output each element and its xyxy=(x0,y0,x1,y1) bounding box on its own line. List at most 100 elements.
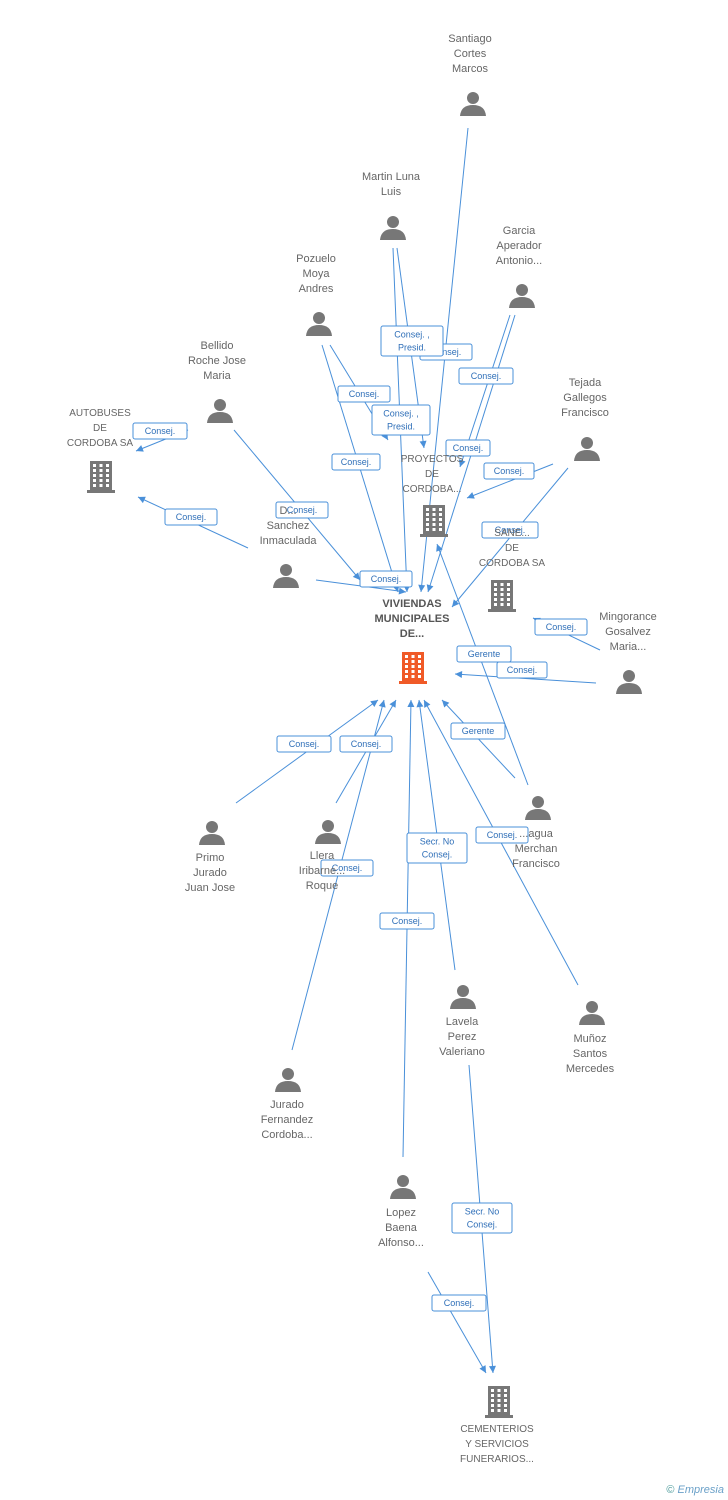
edge-tejada-to-proyectos xyxy=(466,463,554,499)
edge-lopez-to-cementerios xyxy=(427,1271,487,1374)
relation-label[interactable]: Consej. xyxy=(337,385,391,403)
relation-label[interactable]: Consej. xyxy=(431,1294,487,1312)
relation-label[interactable]: Consej. xyxy=(481,521,539,539)
relation-label[interactable]: Consej. xyxy=(164,508,218,526)
node-label: Tejada xyxy=(569,377,602,389)
node-label: Santos xyxy=(573,1048,608,1060)
node-label: VIVIENDAS xyxy=(382,598,441,610)
person-icon xyxy=(509,284,535,308)
relation-label-text: Presid. xyxy=(398,343,426,353)
node-label: Gosalvez xyxy=(605,626,651,638)
node-jurado[interactable]: JuradoFernandezCordoba... xyxy=(261,1068,314,1141)
relation-label[interactable]: Consej. ,Presid. xyxy=(371,404,431,436)
relation-label-box xyxy=(331,453,381,471)
relation-label-text: Consej. xyxy=(444,1298,475,1308)
relation-label[interactable]: Consej. xyxy=(534,618,588,636)
relation-label[interactable]: Consej. xyxy=(475,826,529,844)
arrowhead xyxy=(389,700,396,708)
relation-label-text: Consej. xyxy=(422,850,453,860)
relation-label[interactable]: Consej. xyxy=(379,912,435,930)
node-label: DE... xyxy=(400,628,424,640)
node-label: Roque xyxy=(306,880,338,892)
arrowhead xyxy=(418,584,426,592)
relation-label-text: Consej. xyxy=(431,347,462,357)
relation-label-box xyxy=(380,325,444,357)
relation-label-text: Consej. xyxy=(507,665,538,675)
relation-label[interactable]: Gerente xyxy=(450,722,506,740)
relation-label-text: Consej. xyxy=(467,1220,498,1230)
node-label: Francisco xyxy=(561,407,609,419)
relation-label[interactable]: Consej. xyxy=(275,501,329,519)
footer-brand[interactable]: © Empresia xyxy=(666,1484,724,1496)
main-company-building-icon xyxy=(399,652,427,684)
relation-label-text: Consej. xyxy=(471,371,502,381)
relation-label[interactable]: Consej. xyxy=(359,570,413,588)
node-proyectos[interactable]: PROYECTOSDECORDOBA... xyxy=(401,454,464,537)
node-label: Bellido xyxy=(200,340,233,352)
node-lopez[interactable]: LopezBaenaAlfonso... xyxy=(378,1175,424,1249)
relation-label-text: Consej. xyxy=(487,830,518,840)
relation-label-box xyxy=(496,661,548,679)
node-label: DE xyxy=(425,469,439,480)
node-label: Iribarne... xyxy=(299,865,345,877)
relation-label[interactable]: Consej. xyxy=(445,439,491,457)
company-building-icon xyxy=(488,580,516,612)
relation-label[interactable]: Consej. xyxy=(496,661,548,679)
relation-label-text: Consej. xyxy=(289,739,320,749)
relation-label[interactable]: Consej. ,Presid. xyxy=(380,325,444,357)
relation-label[interactable]: Consej. xyxy=(132,422,188,440)
node-label: Baena xyxy=(385,1222,418,1234)
arrowhead xyxy=(458,459,466,467)
node-mingorance[interactable]: MingoranceGosalvezMaria... xyxy=(599,611,657,694)
node-label: Llera xyxy=(310,850,335,862)
relation-label-box xyxy=(481,521,539,539)
node-garcia[interactable]: GarciaAperadorAntonio... xyxy=(496,225,542,308)
relation-label[interactable]: Consej. xyxy=(276,735,332,753)
person-icon xyxy=(207,399,233,423)
arrowhead xyxy=(467,492,475,499)
relation-label-box xyxy=(534,618,588,636)
relation-label-box xyxy=(276,735,332,753)
node-label: Lavela xyxy=(446,1016,479,1028)
node-label: Martin Luna xyxy=(362,171,421,183)
arrowhead xyxy=(370,700,378,707)
relation-label-box xyxy=(451,1202,513,1234)
node-viviendas[interactable]: VIVIENDASMUNICIPALESDE... xyxy=(375,598,450,684)
relation-label[interactable]: Consej. xyxy=(458,367,514,385)
relation-label-box xyxy=(339,735,393,753)
relation-label-box xyxy=(359,570,413,588)
relation-label[interactable]: Gerente xyxy=(456,645,512,663)
node-label: Inmaculada xyxy=(260,535,318,547)
company-building-icon xyxy=(485,1386,513,1418)
relation-label[interactable]: Consej. xyxy=(331,453,381,471)
relation-label[interactable]: Consej. xyxy=(339,735,393,753)
person-icon xyxy=(525,796,551,820)
person-icon xyxy=(380,216,406,240)
edge-labels-layer: Consej.Consej. ,Presid.Consej. ,Presid.C… xyxy=(132,325,588,1312)
relation-label-box xyxy=(132,422,188,440)
relation-label-box xyxy=(450,722,506,740)
relation-label[interactable]: Consej. xyxy=(320,859,374,877)
relation-label[interactable]: Consej. xyxy=(483,462,535,480)
node-label: Aperador xyxy=(496,240,542,252)
relation-label-text: Gerente xyxy=(462,726,495,736)
relation-label-box xyxy=(458,367,514,385)
relation-label-text: Presid. xyxy=(387,422,415,432)
arrowhead xyxy=(398,587,406,595)
